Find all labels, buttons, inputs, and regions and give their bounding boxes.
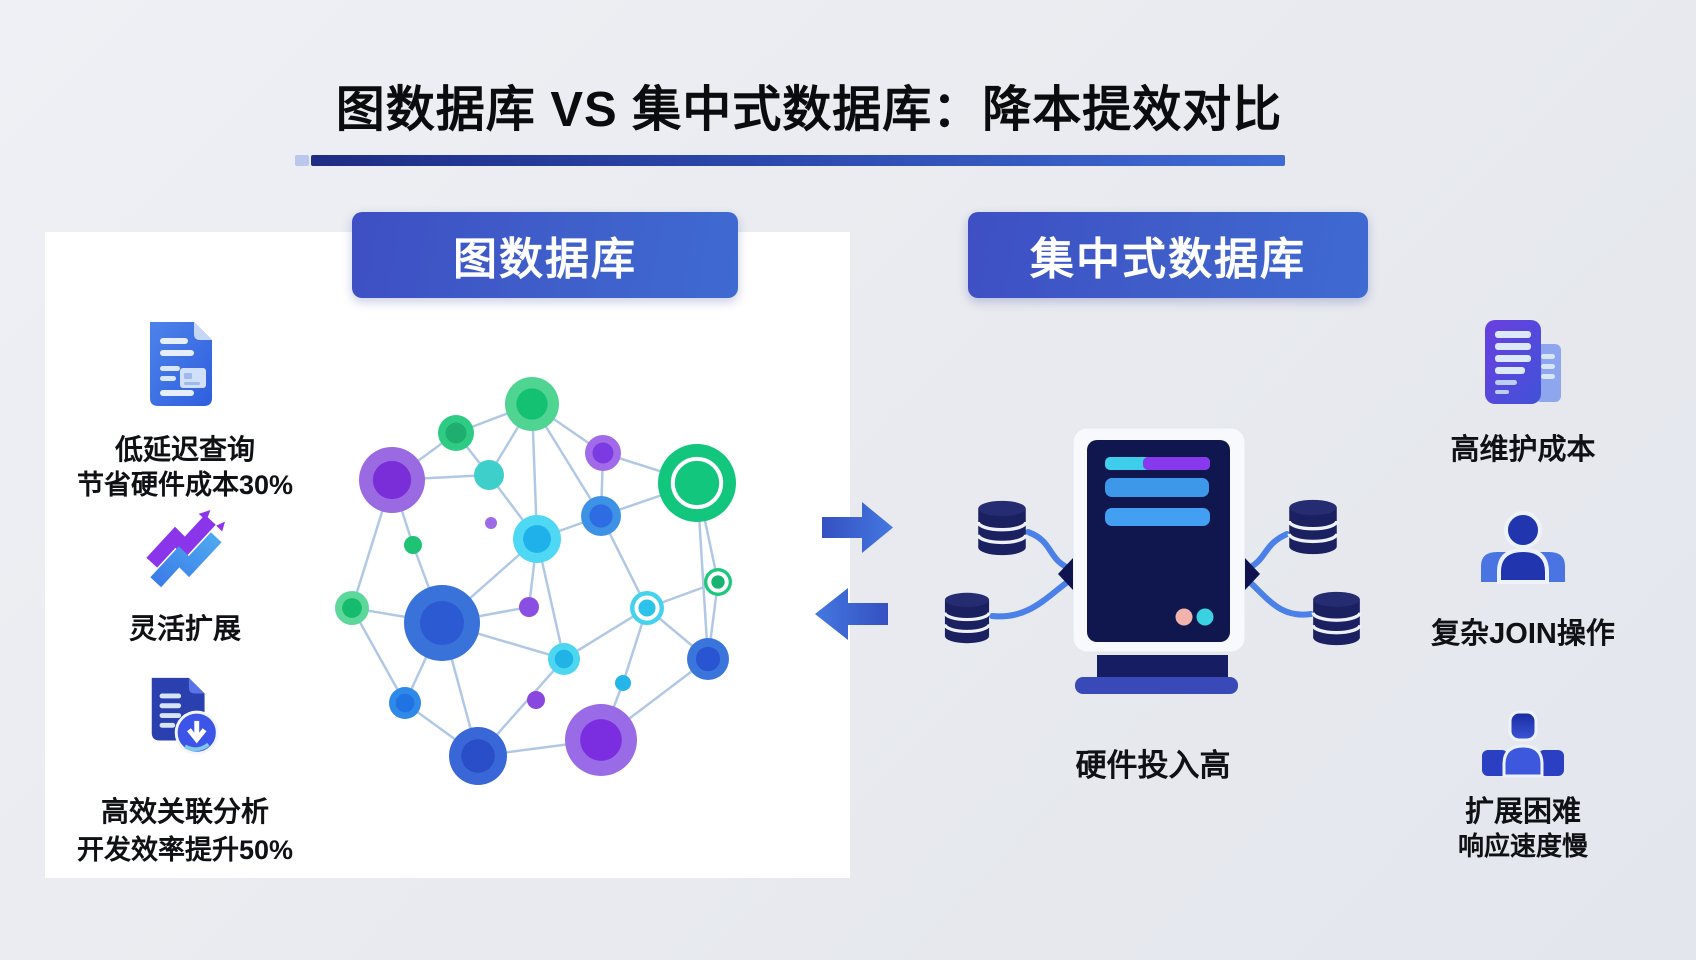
server-indicator-cyan (1196, 608, 1214, 626)
feature-subtitle-hardware-saving: 节省硬件成本30% (76, 470, 294, 500)
graph-network-visualization (335, 377, 736, 785)
right-arrow-icon (822, 502, 893, 553)
central-db-caption: 硬件投入高 (1075, 748, 1231, 783)
title-underline (311, 155, 1285, 166)
document-icon (150, 322, 212, 406)
database-cylinder-icon (943, 592, 991, 644)
database-cylinder-icon (1287, 499, 1339, 555)
server-base-plate (1075, 677, 1238, 694)
cable-connector (1058, 558, 1073, 590)
server-status-bar-purple (1143, 457, 1210, 470)
drawback-title-scaling-difficulty: 扩展困难 (1464, 796, 1581, 828)
drawback-title-complex-join: 复杂JOIN操作 (1431, 618, 1615, 650)
database-cylinder-icon (976, 500, 1028, 556)
server-indicator-pink (1175, 608, 1193, 626)
server-rack-icon (1485, 320, 1561, 404)
users-icon (1482, 710, 1564, 778)
server-pedestal (1097, 655, 1228, 678)
graph-db-badge: 图数据库 (352, 212, 738, 298)
central-server-illustration (943, 427, 1362, 694)
drawback-title-maintenance-cost: 高维护成本 (1450, 434, 1596, 466)
server-status-bar-blue (1105, 478, 1209, 497)
central-db-badge: 集中式数据库 (968, 212, 1368, 298)
growth-chart-icon (146, 509, 226, 588)
server-status-bar-blue (1105, 508, 1210, 526)
page-title: 图数据库 VS 集中式数据库：降本提效对比 (335, 83, 1283, 137)
feature-subtitle-dev-efficiency: 开发效率提升50% (76, 835, 294, 865)
cable-connector (1245, 558, 1260, 590)
analysis-document-icon (151, 677, 219, 755)
user-icon (1481, 511, 1565, 584)
title-underline-accent (295, 155, 309, 166)
feature-title-association-analysis: 高效关联分析 (100, 796, 269, 827)
drawback-subtitle-slow-response: 响应速度慢 (1457, 831, 1588, 861)
feature-title-flexible-scaling: 灵活扩展 (128, 613, 241, 644)
feature-title-low-latency: 低延迟查询 (114, 434, 255, 465)
exchange-arrows (815, 502, 893, 640)
left-arrow-icon (815, 588, 888, 640)
database-cylinder-icon (1311, 591, 1362, 646)
